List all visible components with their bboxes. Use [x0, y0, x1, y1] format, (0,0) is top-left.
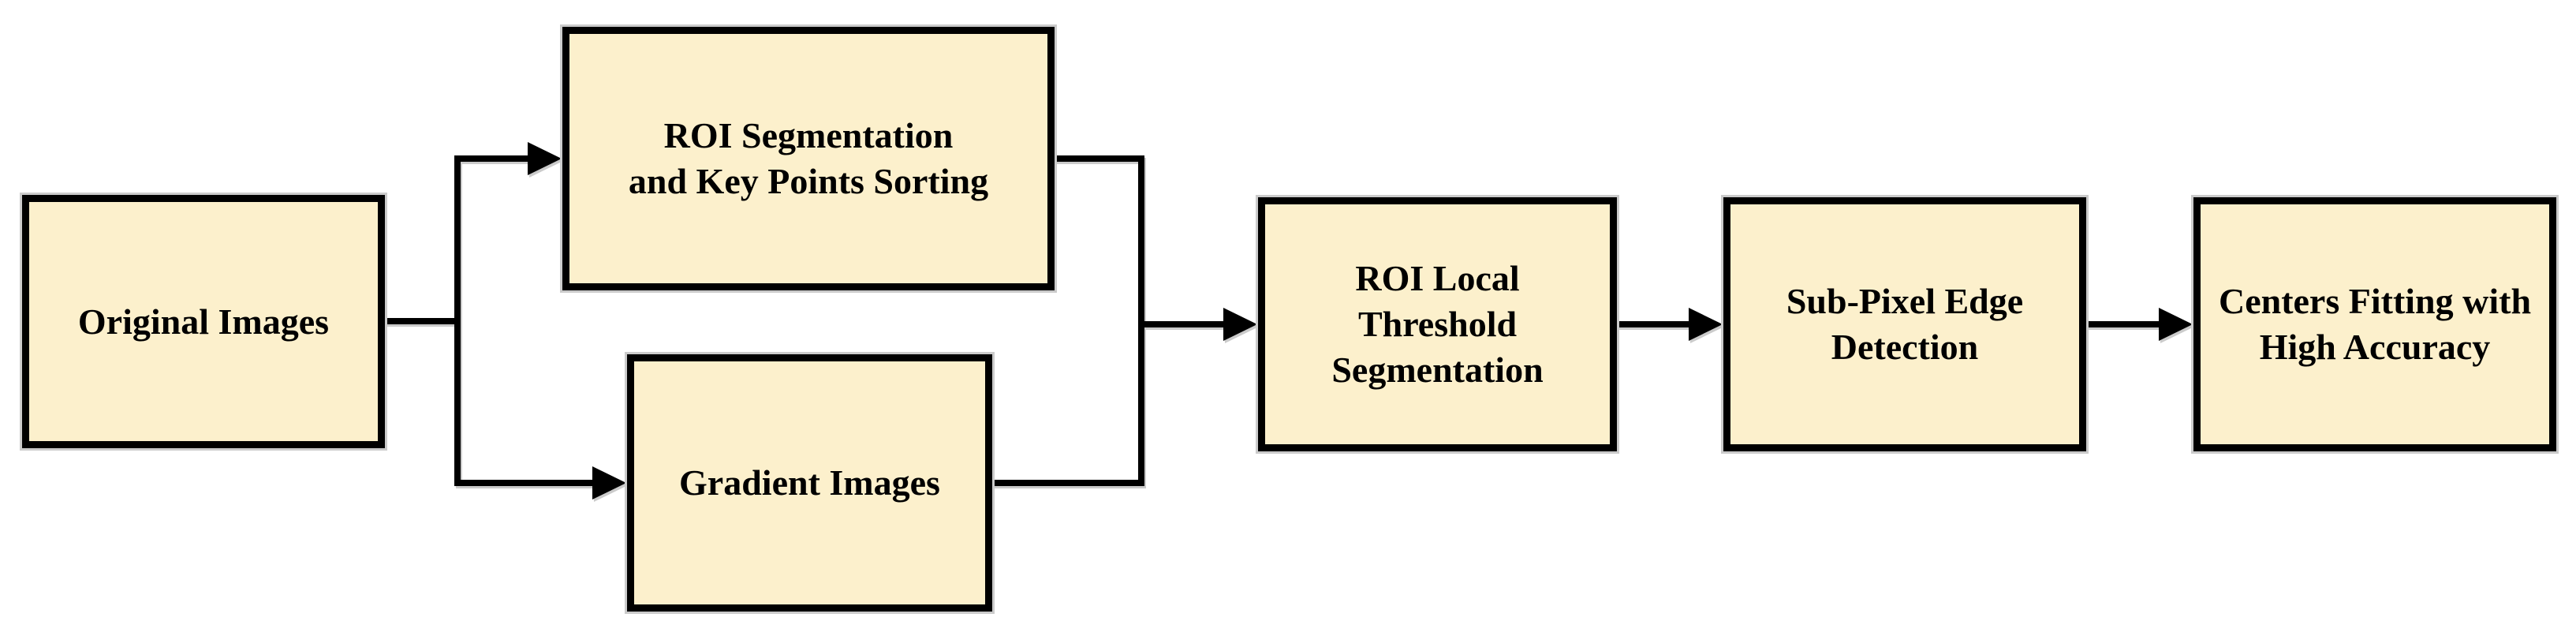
arrowhead-into-roi-segmentation [528, 142, 562, 175]
node-label-line: ROI Segmentation [663, 115, 954, 156]
arrowhead-into-gradient-images [592, 466, 626, 499]
node-label-line: and Key Points Sorting [628, 161, 989, 201]
node-label-line: Centers Fitting with [2218, 281, 2532, 322]
node-label-line: Gradient Images [679, 462, 940, 503]
node-label-line: High Accuracy [2259, 327, 2491, 367]
node-label-line: Segmentation [1331, 349, 1544, 390]
node-centers-fitting: Centers Fitting with High Accuracy [2193, 197, 2556, 451]
node-label-line: Original Images [77, 301, 330, 342]
node-sub-pixel-edge-detection: Sub-Pixel Edge Detection [1723, 197, 2086, 451]
node-label-line: ROI Local [1355, 258, 1520, 299]
node-label-line: Sub-Pixel Edge [1786, 281, 2024, 322]
node-roi-segmentation-sorting: ROI Segmentation and Key Points Sorting [562, 27, 1055, 290]
node-gradient-images: Gradient Images [627, 354, 992, 612]
node-roi-local-threshold: ROI Local Threshold Segmentation [1258, 197, 1617, 451]
node-label-line: Detection [1831, 327, 1979, 367]
arrowhead-into-roi-local-threshold [1223, 308, 1257, 341]
arrowhead-into-sub-pixel-edge-detection [1689, 308, 1723, 341]
node-original-images: Original Images [22, 195, 385, 448]
node-label-line: Threshold [1357, 304, 1518, 345]
arrowhead-into-centers-fitting [2159, 308, 2193, 341]
